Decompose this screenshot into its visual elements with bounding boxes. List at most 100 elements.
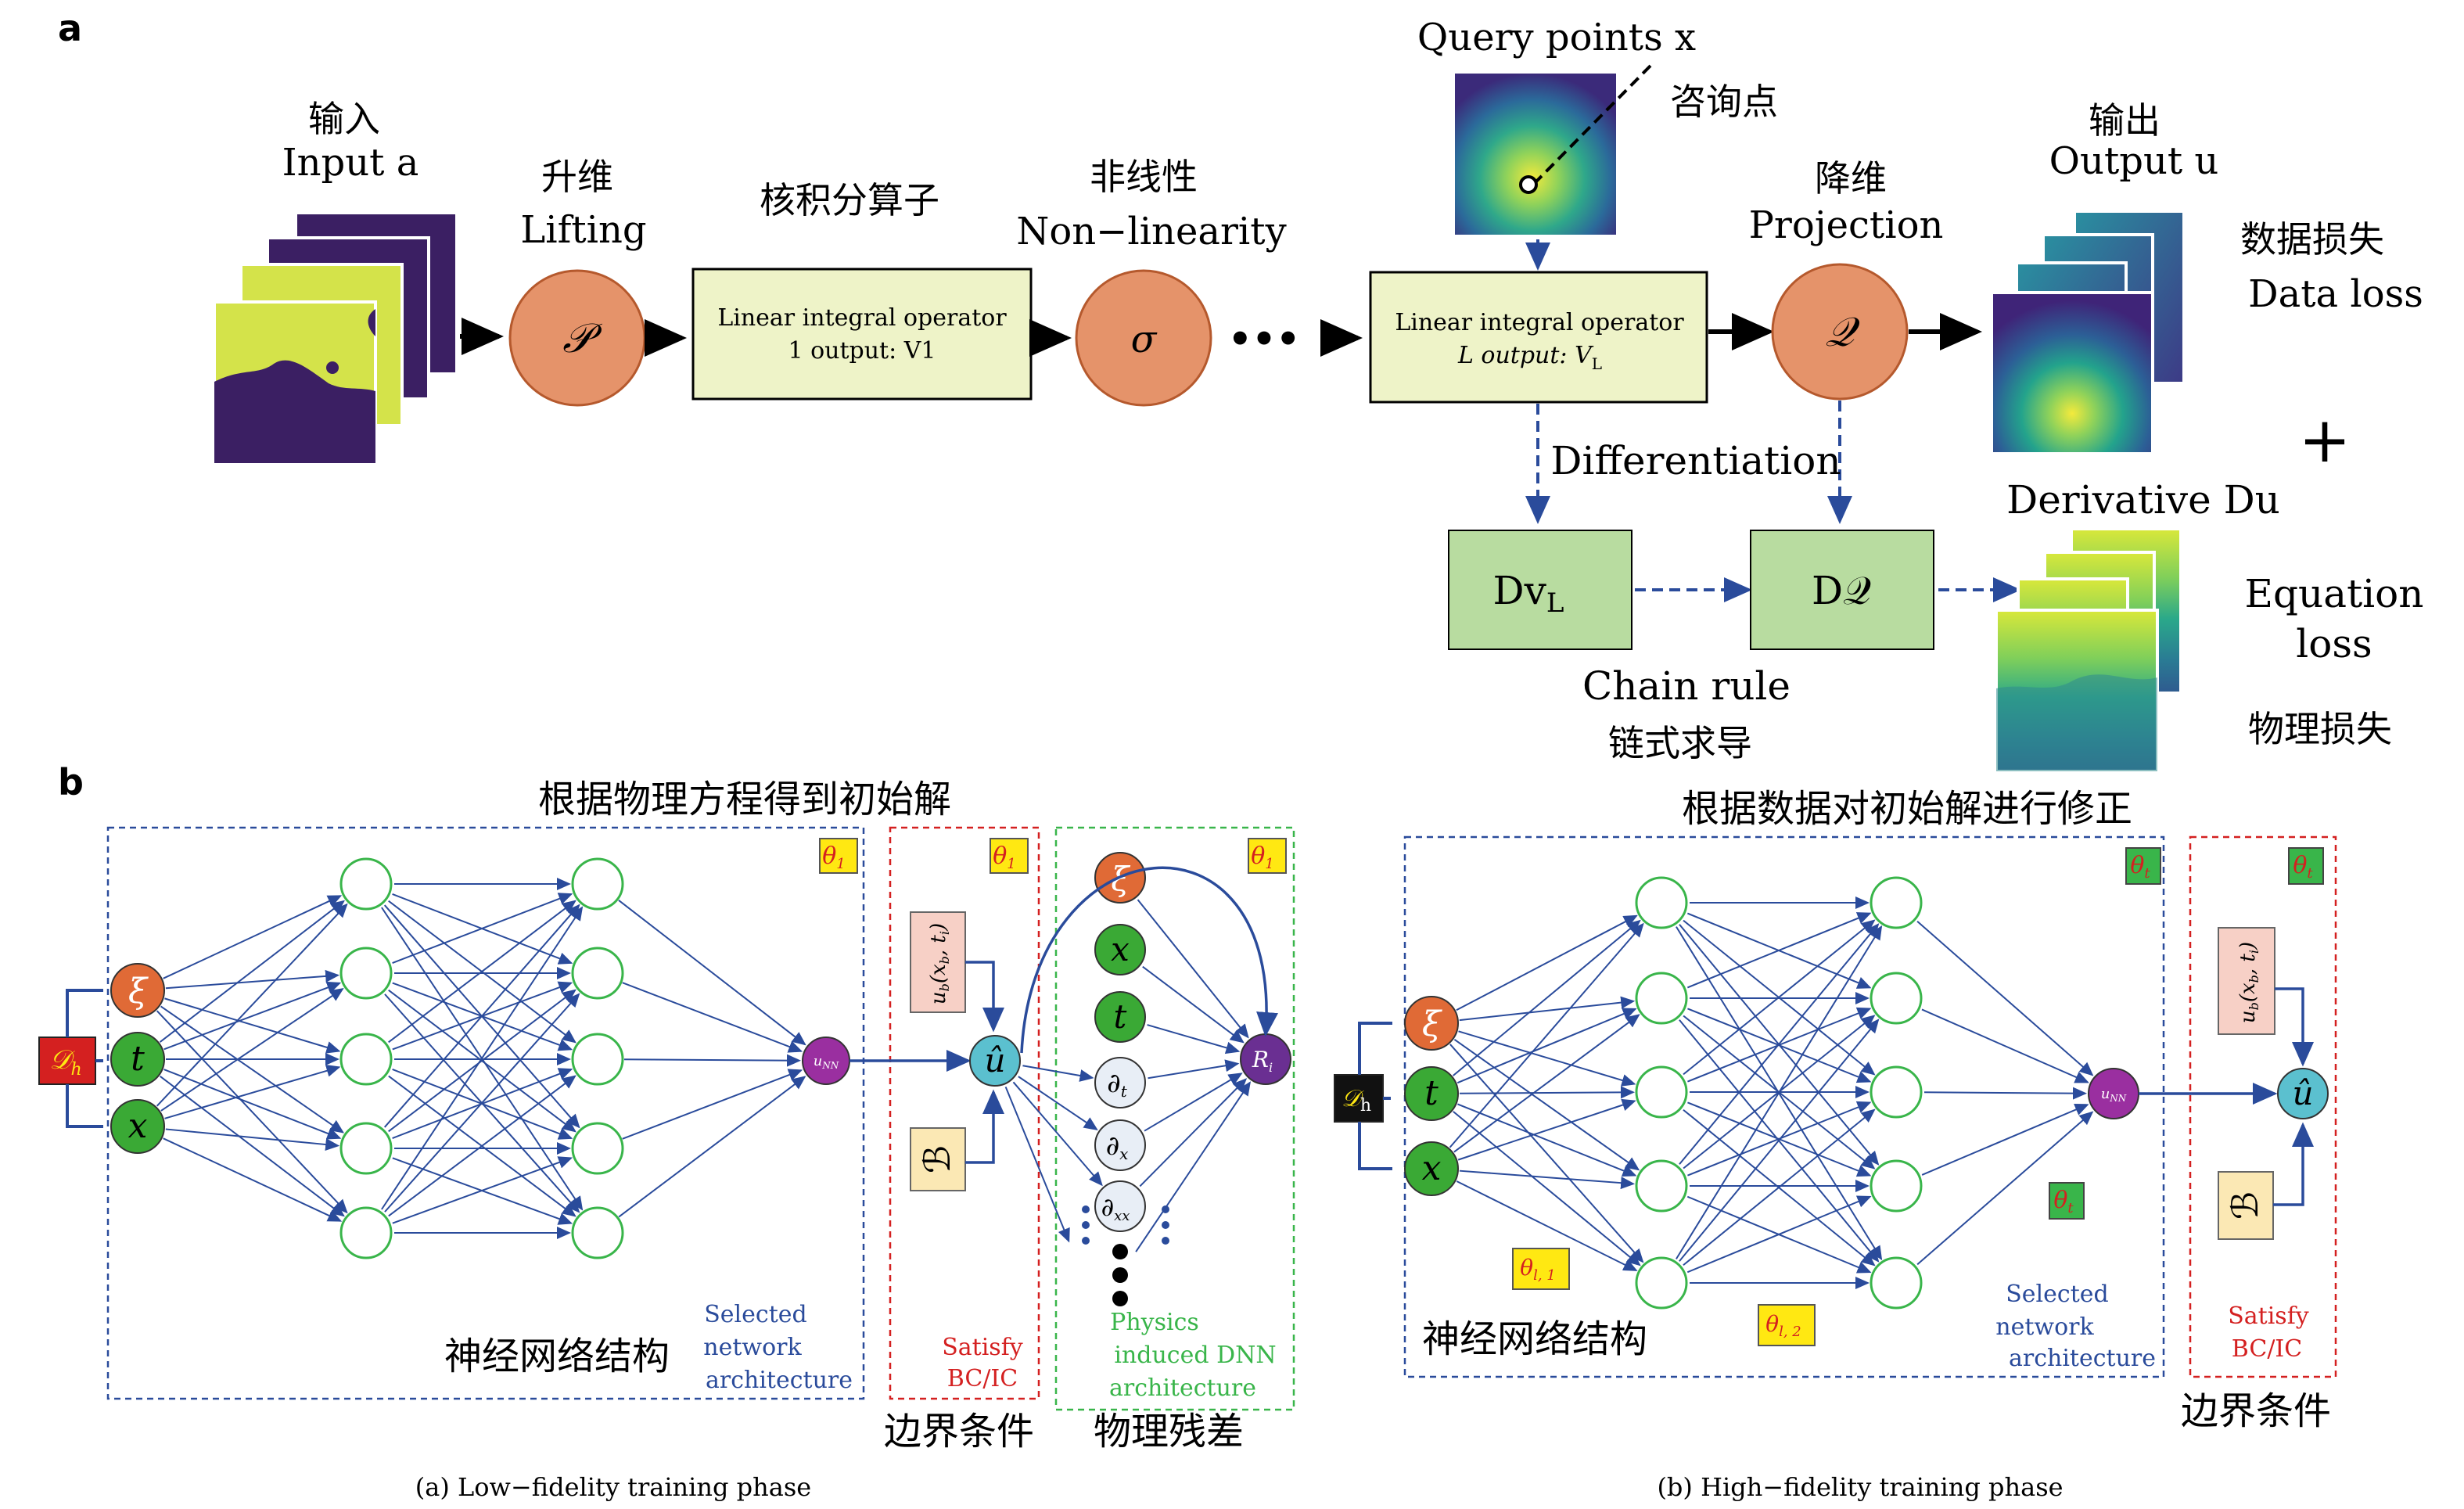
b-box-right xyxy=(2218,1171,2274,1240)
network-edge xyxy=(1686,1195,1872,1274)
network-edge xyxy=(1458,1030,1636,1087)
network-edge xyxy=(1456,1180,1638,1271)
network-edge xyxy=(1457,1103,1637,1177)
network-edge xyxy=(1459,996,1636,1022)
hidden-layer-2-left xyxy=(571,857,624,1259)
network-edge xyxy=(623,1054,802,1067)
residual-cn: 物理残差 xyxy=(1094,1410,1244,1453)
theta-l2-box: θl, 2 xyxy=(1758,1304,1816,1346)
network-edge xyxy=(1142,965,1245,1044)
network-edge xyxy=(1459,1086,1636,1099)
operator-1-line1: Linear integral operator xyxy=(717,304,1007,332)
equation-loss-line1: Equation xyxy=(2245,571,2424,616)
input-label-en: Input a xyxy=(282,141,419,185)
b-connector-right xyxy=(2273,1122,2314,1206)
unn-label-left: uNN xyxy=(814,1053,839,1071)
ub-box-left xyxy=(910,911,966,1013)
dx-label: ∂x xyxy=(1106,1130,1129,1163)
right-title-cn: 根据数据对初始解进行修正 xyxy=(1682,787,2132,831)
query-pointer-line xyxy=(1533,64,1652,185)
right-bcic-frame xyxy=(2189,835,2337,1378)
network-edge xyxy=(388,900,576,1044)
svg-text:θl, 1: θl, 1 xyxy=(1520,1255,1556,1284)
projection-node xyxy=(1771,263,1909,401)
svg-text:θ1: θ1 xyxy=(1251,843,1274,872)
x-node-right xyxy=(1404,1141,1459,1196)
dh-branch-left xyxy=(66,989,103,1128)
network-edge xyxy=(622,1069,803,1140)
physics-line1: Physics xyxy=(1110,1309,1199,1336)
equation-image-stack xyxy=(1995,527,2182,773)
network-edge xyxy=(1923,1087,2088,1100)
svg-text:θt: θt xyxy=(2130,852,2150,882)
nn-struct-cn-left: 神经网络结构 xyxy=(444,1335,670,1378)
satisfy-line1-left: Satisfy xyxy=(942,1334,1023,1361)
x-label-right: x xyxy=(1422,1148,1442,1188)
svg-text:θ1: θ1 xyxy=(993,843,1016,872)
network-edge xyxy=(163,895,343,979)
t-label-physics: t xyxy=(1114,997,1127,1036)
lifting-label-en: Lifting xyxy=(520,208,646,252)
theta1-box-network: θ1 xyxy=(819,838,858,874)
network-edge xyxy=(388,1075,576,1217)
query-points-label: Query points x xyxy=(1417,16,1696,59)
dh-branch-right xyxy=(1358,1022,1392,1170)
xi-node-right xyxy=(1404,996,1459,1051)
x-node-physics xyxy=(1094,924,1146,975)
ellipsis: ••• xyxy=(1228,318,1300,361)
network-edge xyxy=(383,904,580,1128)
b-connector-left xyxy=(965,1089,1004,1164)
network-edge xyxy=(1916,920,2094,1076)
network-edge xyxy=(381,906,584,1210)
kernel-operator-title: 核积分算子 xyxy=(760,179,939,221)
dxx-label: ∂xx xyxy=(1101,1192,1130,1224)
panel-a-label: a xyxy=(58,7,82,49)
network-edge xyxy=(1453,1014,1640,1153)
network-edge xyxy=(1004,1086,1070,1243)
x-node-left xyxy=(110,1099,165,1154)
dt-node xyxy=(1094,1057,1146,1108)
thetat-box-mid: θt xyxy=(2049,1182,2085,1220)
satisfy-line2-left: BC/IC xyxy=(947,1365,1018,1392)
xi-label-left: ξ xyxy=(128,972,149,1011)
linear-operator-L-box xyxy=(1369,271,1708,404)
plus-sign: + xyxy=(2298,404,2351,476)
network-edge xyxy=(1679,1019,1880,1262)
t-label-left: t xyxy=(131,1039,145,1079)
b-box-left xyxy=(910,1127,966,1191)
network-edge xyxy=(618,1076,806,1218)
left-network-frame xyxy=(106,826,865,1400)
svg-text:θ1: θ1 xyxy=(822,843,846,872)
network-edge xyxy=(1921,1008,2089,1083)
b-label-left: ℬ xyxy=(916,1145,958,1173)
thetat-box-network: θt xyxy=(2125,847,2161,885)
t-label-right: t xyxy=(1424,1073,1439,1113)
theta-l1-box: θl, 1 xyxy=(1512,1248,1570,1290)
operator-L-line1: Linear integral operator xyxy=(1395,309,1684,336)
chain-rule-en: Chain rule xyxy=(1582,663,1791,709)
network-edge xyxy=(384,993,580,1213)
output-label-cn: 输出 xyxy=(2089,99,2160,142)
operator-1-line2: 1 output: V1 xyxy=(788,337,936,365)
dq-box xyxy=(1750,530,1934,650)
network-edge xyxy=(622,982,803,1053)
network-edge xyxy=(1683,919,1876,1076)
ri-label: Ri xyxy=(1252,1047,1273,1075)
network-edge xyxy=(1687,1101,1872,1177)
satisfy-line1-right: Satisfy xyxy=(2228,1302,2309,1330)
nn-struct-cn-right: 神经网络结构 xyxy=(1422,1317,1647,1361)
network-edge xyxy=(1449,1044,1644,1263)
physics-line3: architecture xyxy=(1109,1374,1256,1402)
input-image-stack xyxy=(213,211,458,465)
uhat-label-right: û xyxy=(2292,1074,2313,1112)
output-label-en: Output u xyxy=(2049,139,2219,183)
physics-ellipsis-dots xyxy=(1082,1205,1169,1306)
network-edge xyxy=(1453,1111,1641,1266)
theta1-box-physics: θ1 xyxy=(1248,838,1287,874)
network-edge xyxy=(164,1065,341,1119)
chain-rule-cn: 链式求导 xyxy=(1608,722,1752,764)
dx-node xyxy=(1094,1119,1146,1171)
x-label-physics: x xyxy=(1111,930,1130,968)
ub-label-left: ub(xb, ti) xyxy=(927,923,952,1004)
network-edge xyxy=(1679,923,1880,1165)
